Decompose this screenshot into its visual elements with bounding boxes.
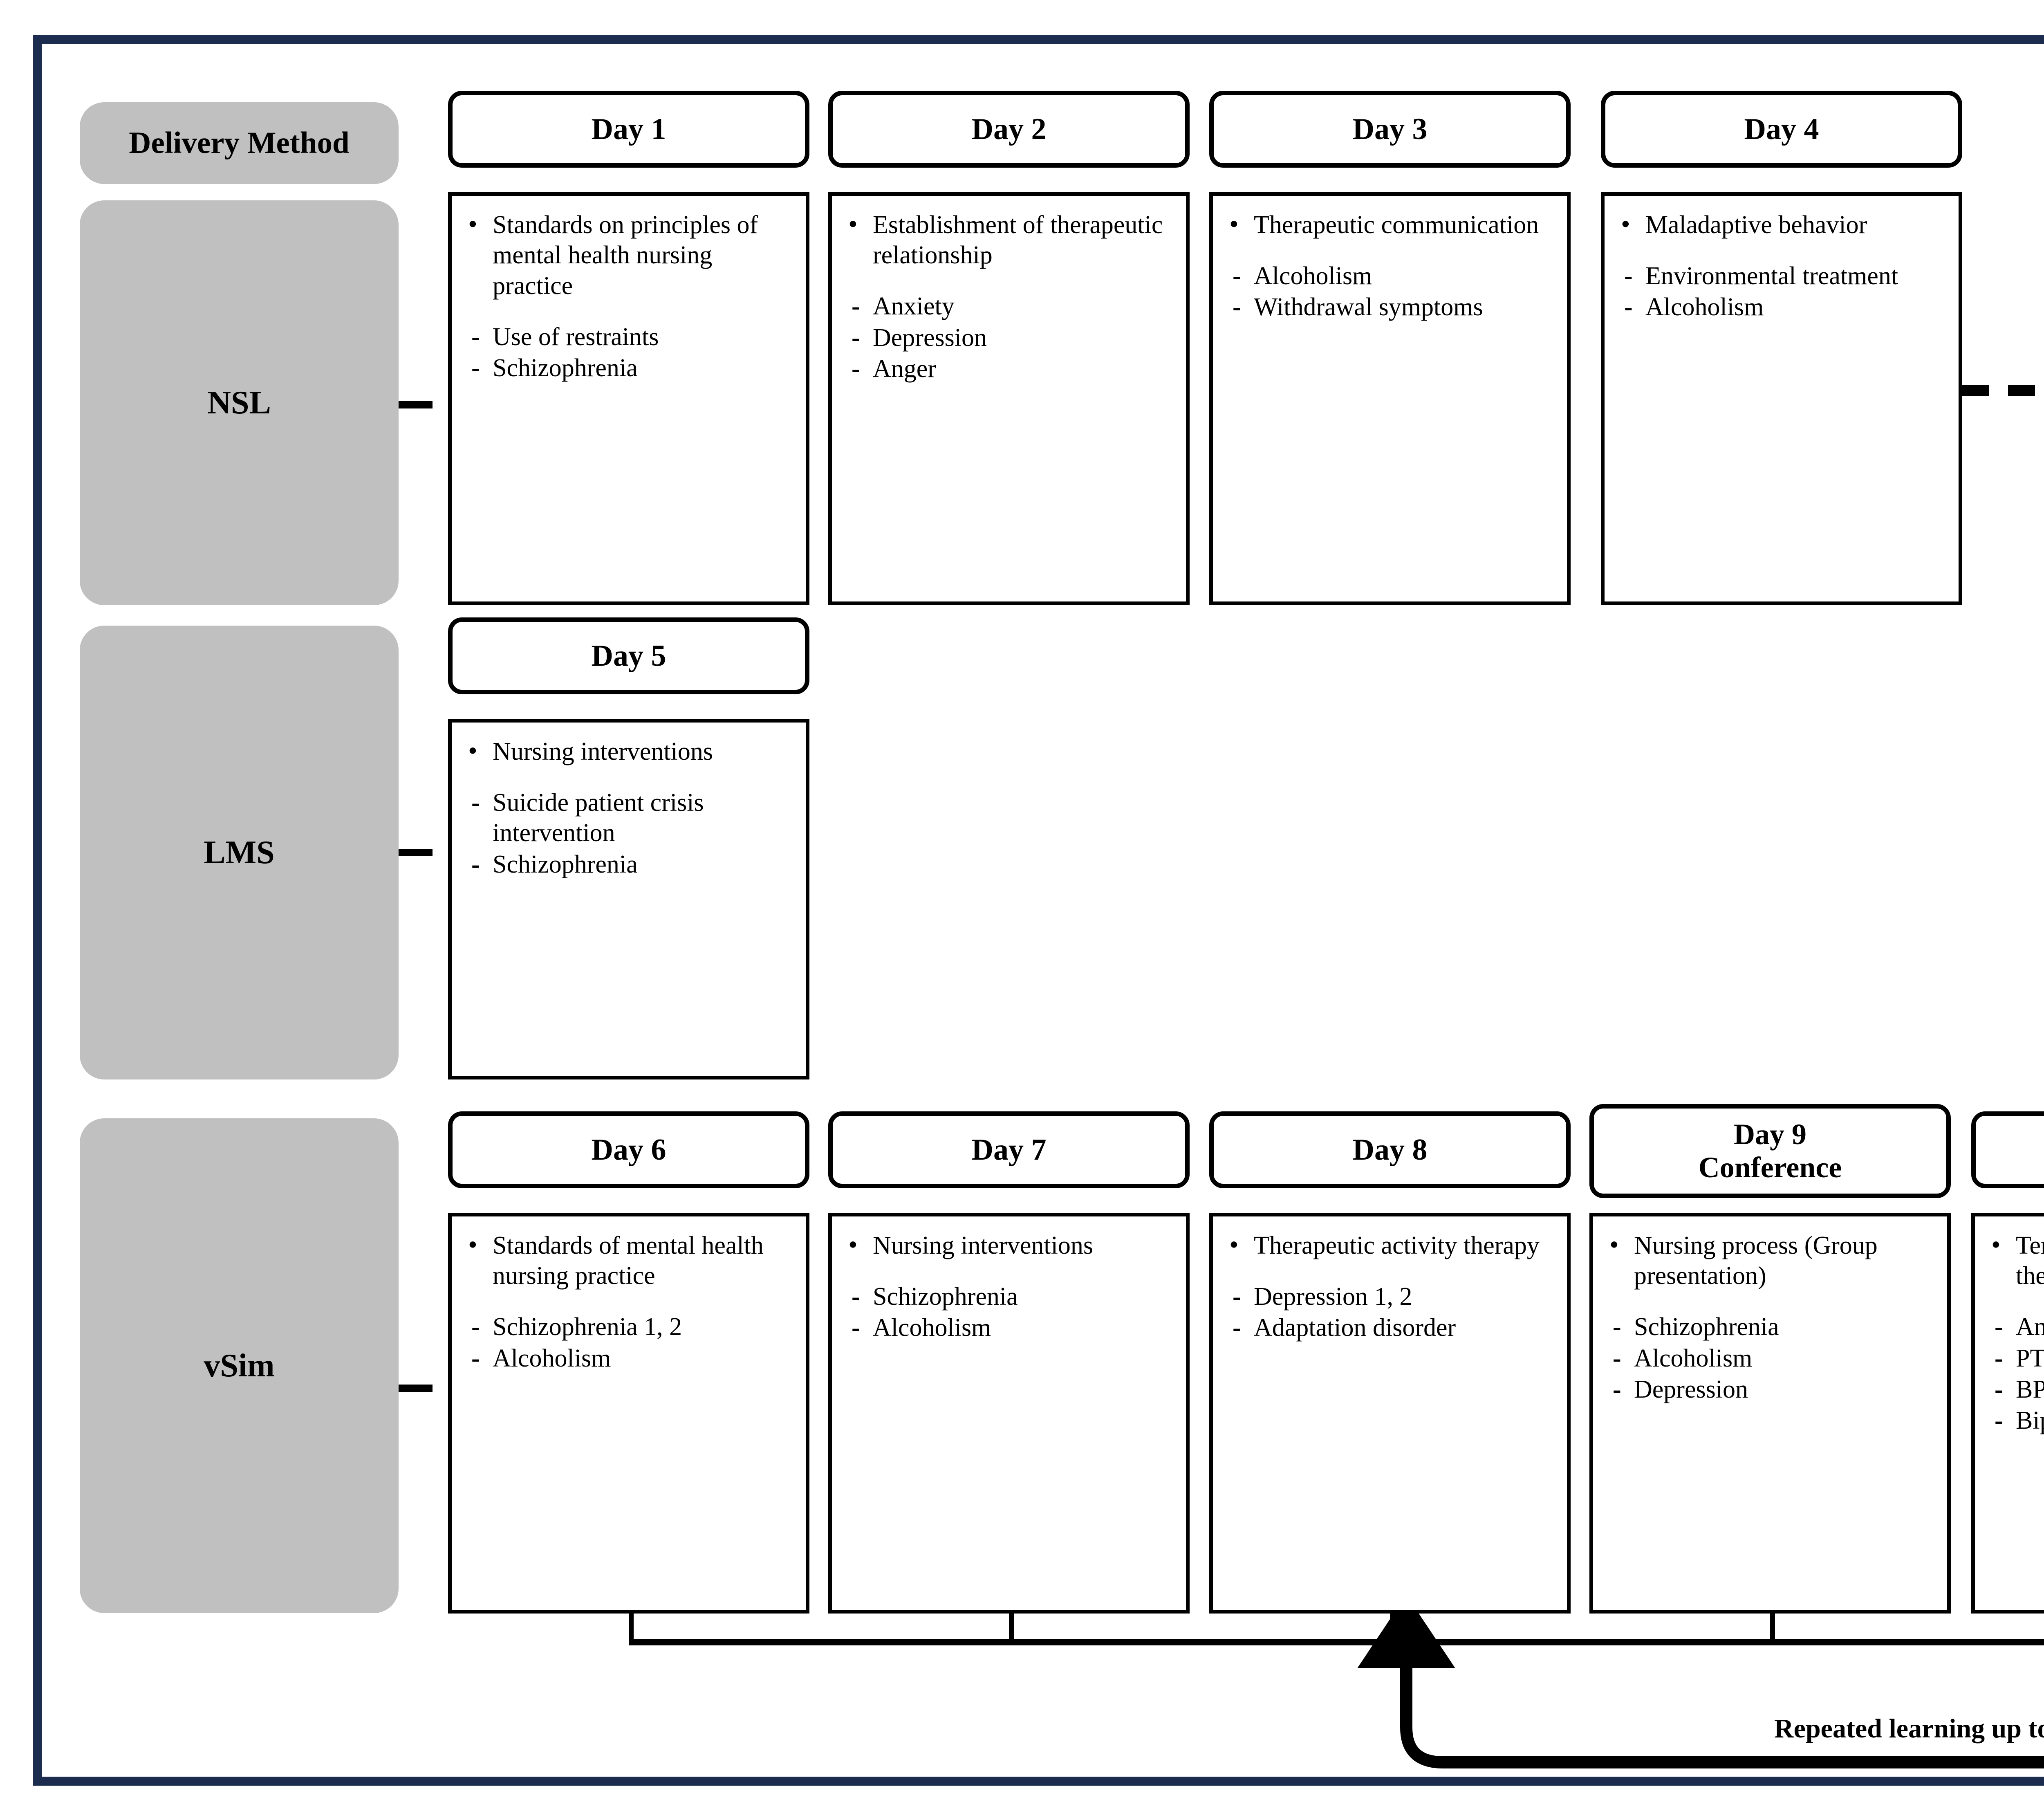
day10-bullet-0: Termination of the therapeutic relations…	[1984, 1229, 2044, 1291]
day-body-day7: Nursing interventions Schizophrenia Alco…	[828, 1213, 1190, 1614]
day10-dash-1: PTSD	[1984, 1343, 2044, 1374]
day-header-day2[interactable]: Day 2	[828, 91, 1190, 168]
day7-dash-1: Alcoholism	[841, 1313, 1177, 1343]
day-header-day3[interactable]: Day 3	[1209, 91, 1571, 168]
day4-content-list: Maladaptive behavior Environmental treat…	[1614, 208, 1950, 323]
day5-dash-0: Suicide patient crisis intervention	[461, 788, 797, 848]
day-header-day4[interactable]: Day 4	[1601, 91, 1962, 168]
day5-bullet-0: Nursing interventions	[461, 735, 797, 767]
day10-dash-0: Anxiety	[1984, 1312, 2044, 1342]
day7-bullet-0: Nursing interventions	[841, 1229, 1177, 1261]
day2-dash-2: Anger	[841, 354, 1177, 384]
method-label-nsl: NSL	[207, 384, 271, 421]
day-body-day10: Termination of the therapeutic relations…	[1971, 1213, 2044, 1614]
day-title-day2: Day 2	[971, 112, 1047, 146]
day7-dash-0: Schizophrenia	[841, 1281, 1177, 1312]
day9-spacer	[1602, 1292, 1938, 1311]
day3-bullet-0: Therapeutic communication	[1222, 208, 1558, 240]
repeat-learning-label: Repeated learning up to 90%	[1774, 1713, 2044, 1744]
day8-content-list: Therapeutic activity therapy Depression …	[1222, 1229, 1558, 1343]
day-header-day1[interactable]: Day 1	[448, 91, 809, 168]
day10-dash-3: Bipolar disorder	[1984, 1405, 2044, 1436]
day3-dash-1: Withdrawal symptoms	[1222, 292, 1558, 323]
day-title-day1: Day 1	[591, 112, 666, 146]
day9-dash-0: Schizophrenia	[1602, 1312, 1938, 1342]
day1-dash-1: Schizophrenia	[461, 353, 797, 384]
day7-spacer	[841, 1261, 1177, 1281]
day2-bullet-0: Establishment of therapeutic relationshi…	[841, 208, 1177, 271]
vsim-drop-day9	[1770, 1614, 1775, 1644]
day-body-day1: Standards on principles of mental health…	[448, 192, 809, 605]
vsim-drop-day7	[1009, 1614, 1014, 1644]
day3-spacer	[1222, 241, 1558, 260]
day5-dash-1: Schizophrenia	[461, 849, 797, 880]
vsim-drop-day6	[629, 1614, 634, 1644]
day10-dash-2: BPD	[1984, 1374, 2044, 1405]
method-chip-lms[interactable]: LMS	[80, 626, 399, 1079]
day9-dash-2: Depression	[1602, 1374, 1938, 1405]
day-header-day7[interactable]: Day 7	[828, 1111, 1190, 1188]
day5-spacer	[461, 767, 797, 787]
delivery-method-header: Delivery Method	[80, 102, 399, 184]
day-header-day9[interactable]: Day 9 Conference	[1589, 1104, 1951, 1198]
day6-dash-0: Schizophrenia 1, 2	[461, 1312, 797, 1342]
day6-spacer	[461, 1292, 797, 1311]
day-body-day4: Maladaptive behavior Environmental treat…	[1601, 192, 1962, 605]
day8-spacer	[1222, 1261, 1558, 1281]
day-body-day9: Nursing process (Group presentation) Sch…	[1589, 1213, 1951, 1614]
vsim-drop-day8	[1390, 1614, 1395, 1644]
day4-spacer	[1614, 241, 1950, 260]
day-body-day5: Nursing interventions Suicide patient cr…	[448, 719, 809, 1079]
day6-content-list: Standards of mental health nursing pract…	[461, 1229, 797, 1374]
delivery-method-label: Delivery Method	[129, 126, 350, 160]
day-title-day9: Day 9	[1734, 1118, 1806, 1151]
day6-bullet-0: Standards of mental health nursing pract…	[461, 1229, 797, 1291]
day6-dash-1: Alcoholism	[461, 1343, 797, 1374]
vsim-bottom-bar	[629, 1639, 2044, 1645]
day-header-day10[interactable]: Day 10	[1971, 1111, 2044, 1188]
day-body-day3: Therapeutic communication Alcoholism Wit…	[1209, 192, 1571, 605]
day-title-day7: Day 7	[971, 1133, 1047, 1167]
day1-dash-0: Use of restraints	[461, 322, 797, 352]
day4-bullet-0: Maladaptive behavior	[1614, 208, 1950, 240]
day9-dash-1: Alcoholism	[1602, 1343, 1938, 1374]
method-label-vsim: vSim	[204, 1347, 275, 1384]
day3-dash-0: Alcoholism	[1222, 261, 1558, 292]
day-header-day6[interactable]: Day 6	[448, 1111, 809, 1188]
day2-content-list: Establishment of therapeutic relationshi…	[841, 208, 1177, 384]
day1-bullet-0: Standards on principles of mental health…	[461, 208, 797, 301]
method-chip-nsl[interactable]: NSL	[80, 200, 399, 605]
day8-dash-1: Adaptation disorder	[1222, 1313, 1558, 1343]
repeat-learning-text: Repeated learning up to 90%	[1774, 1714, 2044, 1744]
day5-content-list: Nursing interventions Suicide patient cr…	[461, 735, 797, 880]
day4-dash-0: Environmental treatment	[1614, 261, 1950, 292]
day9-bullet-0: Nursing process (Group presentation)	[1602, 1229, 1938, 1291]
day8-dash-0: Depression 1, 2	[1222, 1281, 1558, 1312]
day-title-day5: Day 5	[591, 639, 666, 673]
method-label-lms: LMS	[204, 834, 275, 871]
day8-bullet-0: Therapeutic activity therapy	[1222, 1229, 1558, 1261]
day9-content-list: Nursing process (Group presentation) Sch…	[1602, 1229, 1938, 1405]
day2-dash-1: Depression	[841, 323, 1177, 353]
day-title-day8: Day 8	[1352, 1133, 1428, 1167]
day7-content-list: Nursing interventions Schizophrenia Alco…	[841, 1229, 1177, 1343]
day-body-day8: Therapeutic activity therapy Depression …	[1209, 1213, 1571, 1614]
day2-spacer	[841, 272, 1177, 291]
day-title-day6: Day 6	[591, 1133, 666, 1167]
day10-spacer	[1984, 1292, 2044, 1311]
day10-content-list: Termination of the therapeutic relations…	[1984, 1229, 2044, 1436]
day1-content-list: Standards on principles of mental health…	[461, 208, 797, 384]
day-header-day8[interactable]: Day 8	[1209, 1111, 1571, 1188]
day3-content-list: Therapeutic communication Alcoholism Wit…	[1222, 208, 1558, 323]
method-chip-vsim[interactable]: vSim	[80, 1118, 399, 1613]
day4-dash-1: Alcoholism	[1614, 292, 1950, 323]
day-body-day6: Standards of mental health nursing pract…	[448, 1213, 809, 1614]
day-subtitle-day9: Conference	[1698, 1151, 1842, 1184]
day-body-day2: Establishment of therapeutic relationshi…	[828, 192, 1190, 605]
day1-spacer	[461, 302, 797, 321]
day-header-day5[interactable]: Day 5	[448, 617, 809, 694]
day-title-day4: Day 4	[1744, 112, 1819, 146]
day2-dash-0: Anxiety	[841, 291, 1177, 322]
day-title-day3: Day 3	[1352, 112, 1428, 146]
